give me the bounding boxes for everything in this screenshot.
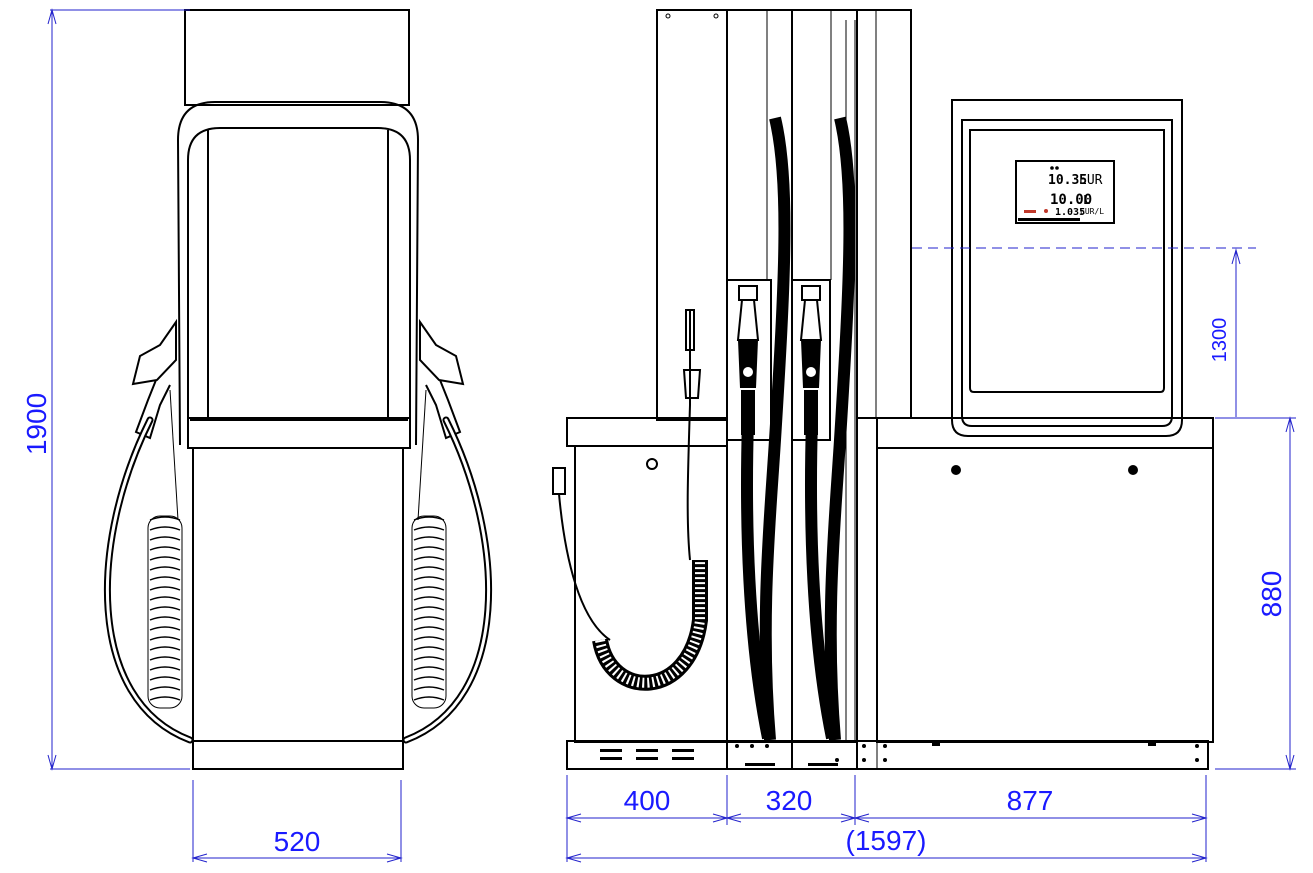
- dim-total-length: (1597): [846, 825, 927, 856]
- dim-seg-left: 400: [624, 785, 671, 816]
- dim-seg-mid: 320: [766, 785, 813, 816]
- display-unit-price-label: EUR/L: [1080, 207, 1104, 216]
- display-price-total: 10.35: [1048, 173, 1087, 188]
- front-view: [103, 9, 493, 770]
- display-volume-unit: L: [1083, 193, 1090, 207]
- right-coiled-hose: [411, 515, 447, 709]
- display-unit-price: 1.035: [1055, 207, 1085, 218]
- dim-base-height: 880: [1256, 571, 1287, 618]
- side-view: 10.35 EUR 10.00 L 1.035 EUR/L: [552, 9, 1214, 770]
- left-coiled-hose: [147, 515, 183, 709]
- side-coil: [592, 560, 708, 691]
- nozzle-1: [736, 285, 760, 435]
- display-volume: 10.00: [1050, 192, 1092, 208]
- price-display: 10.35 EUR 10.00 L 1.035 EUR/L: [1015, 160, 1115, 224]
- dim-display-height: 1300: [1209, 318, 1231, 363]
- front-dimensions: 1900 520: [21, 8, 403, 863]
- dim-width-front: 520: [274, 826, 321, 857]
- dim-seg-right: 877: [1007, 785, 1054, 816]
- nozzle-2: [799, 285, 823, 435]
- side-dimensions: 1300 880 400 320 877 (1597): [565, 247, 1296, 863]
- display-currency: EUR: [1079, 173, 1103, 188]
- dim-height-total: 1900: [21, 393, 52, 455]
- vent-slots: [600, 749, 694, 760]
